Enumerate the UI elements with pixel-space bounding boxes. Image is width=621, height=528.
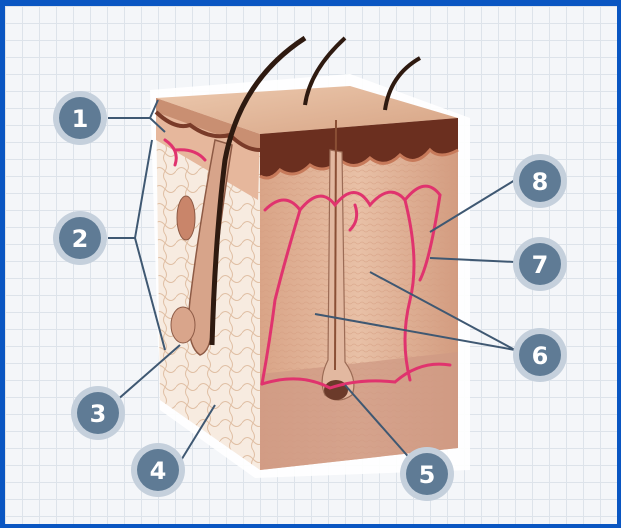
label-6-text: 6	[532, 342, 549, 370]
label-badge-4: 4	[131, 443, 185, 497]
label-badge-2: 2	[53, 211, 107, 265]
label-badge-7: 7	[513, 237, 567, 291]
label-badge-8: 8	[513, 154, 567, 208]
label-badge-3: 3	[71, 386, 125, 440]
label-badge-6: 6	[513, 328, 567, 382]
label-3-text: 3	[90, 400, 107, 428]
skin-diagram: 1 2 3 4 5 6 7 8	[5, 6, 617, 524]
label-7-text: 7	[532, 251, 549, 279]
label-4-text: 4	[150, 457, 167, 485]
label-8-text: 8	[532, 168, 549, 196]
label-badge-1: 1	[53, 91, 107, 145]
label-1-text: 1	[72, 105, 89, 133]
label-badge-5: 5	[400, 447, 454, 501]
label-2-text: 2	[72, 225, 89, 253]
diagram-canvas: 1 2 3 4 5 6 7 8	[5, 6, 617, 524]
label-5-text: 5	[419, 461, 436, 489]
